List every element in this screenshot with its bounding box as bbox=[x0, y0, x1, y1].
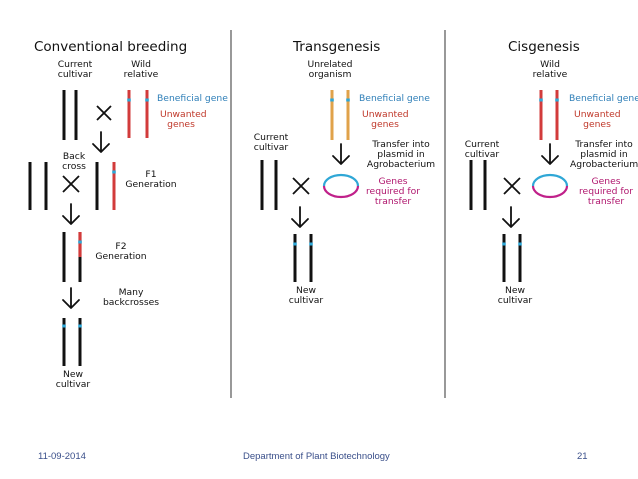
title-conventional-breeding: Conventional breeding bbox=[34, 39, 188, 55]
trans-arrow-2 bbox=[291, 206, 309, 228]
conv-arrow-2 bbox=[62, 203, 80, 225]
cis-beneficial-gene-label: Beneficial gene bbox=[569, 93, 638, 104]
conv-beneficial-gene-label: Beneficial gene bbox=[157, 93, 228, 104]
trans-arrow-1 bbox=[332, 143, 350, 165]
cis-arrow-1 bbox=[541, 143, 559, 165]
footer-department: Department of Plant Biotechnology bbox=[243, 451, 390, 462]
cis-arrow-2 bbox=[502, 206, 520, 228]
footer-date: 11-09-2014 bbox=[38, 451, 86, 462]
trans-plasmid-top bbox=[322, 173, 360, 187]
cis-plasmid-bottom bbox=[531, 185, 569, 199]
trans-plasmid-bottom bbox=[322, 185, 360, 199]
footer-page-number: 21 bbox=[577, 451, 588, 462]
cis-plasmid-top bbox=[531, 173, 569, 187]
cis-cross-icon bbox=[503, 177, 521, 195]
title-cisgenesis: Cisgenesis bbox=[508, 39, 580, 55]
conv-cross-icon-2 bbox=[62, 175, 80, 193]
conv-cross-icon-1 bbox=[96, 105, 112, 121]
trans-beneficial-gene-label: Beneficial gene bbox=[359, 93, 430, 104]
trans-cross-icon bbox=[292, 177, 310, 195]
conv-arrow-3 bbox=[62, 287, 80, 309]
conv-arrow-1 bbox=[92, 131, 110, 153]
title-transgenesis: Transgenesis bbox=[293, 39, 381, 55]
